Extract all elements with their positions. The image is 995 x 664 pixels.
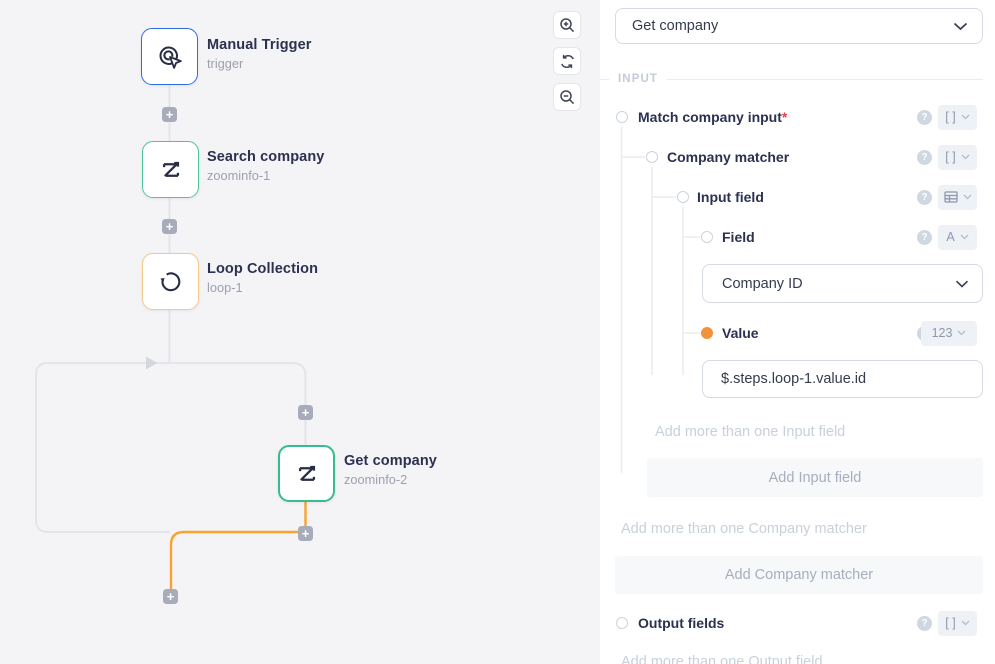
output-fields-label: Output fields bbox=[638, 615, 725, 631]
node-subtitle: trigger bbox=[207, 56, 244, 71]
help-icon[interactable] bbox=[917, 229, 932, 245]
zoom-out-button[interactable] bbox=[553, 83, 581, 111]
help-icon[interactable] bbox=[917, 149, 932, 165]
node-title: Search company bbox=[207, 149, 325, 165]
chevron-down-icon bbox=[953, 22, 968, 30]
input-field-connector-toggle[interactable] bbox=[677, 191, 689, 203]
chevron-down-icon bbox=[960, 234, 969, 240]
node-get-company-label: Get company zoominfo-2 bbox=[344, 453, 437, 488]
add-more-output-field-hint: Add more than one Output field bbox=[621, 654, 823, 664]
loop-icon bbox=[159, 271, 180, 291]
chevron-down-icon bbox=[957, 330, 966, 336]
chevron-down-icon bbox=[961, 154, 970, 160]
field-value-select-value: Company ID bbox=[722, 275, 803, 292]
tree-lines bbox=[620, 127, 700, 473]
connector-wires bbox=[35, 85, 307, 596]
match-company-input-label: Match company input* bbox=[638, 109, 788, 125]
refresh-icon bbox=[560, 54, 574, 68]
add-step-button[interactable] bbox=[298, 405, 313, 420]
table-icon bbox=[943, 191, 958, 203]
node-subtitle: zoominfo-1 bbox=[207, 168, 271, 183]
operation-select[interactable]: Get company bbox=[615, 8, 983, 44]
company-matcher-connector-toggle[interactable] bbox=[646, 151, 658, 163]
company-matcher-label: Company matcher bbox=[667, 149, 790, 165]
match-company-input-connector-toggle[interactable] bbox=[615, 111, 628, 123]
zoom-out-icon bbox=[559, 89, 574, 104]
field-label: Field bbox=[722, 229, 755, 245]
node-search-company[interactable] bbox=[142, 141, 199, 198]
add-step-button[interactable] bbox=[298, 526, 313, 541]
chevron-down-icon bbox=[955, 280, 969, 288]
node-manual-trigger[interactable] bbox=[141, 28, 198, 85]
add-step-button[interactable] bbox=[162, 107, 177, 122]
field-value-select[interactable]: Company ID bbox=[702, 264, 983, 303]
node-subtitle: zoominfo-2 bbox=[344, 472, 408, 487]
add-more-input-field-hint: Add more than one Input field bbox=[655, 424, 846, 440]
value-label: Value bbox=[722, 325, 759, 341]
input-section-label: INPUT bbox=[618, 73, 658, 85]
output-fields-type-badge[interactable]: [ ] bbox=[938, 610, 977, 636]
node-title: Loop Collection bbox=[207, 261, 319, 277]
chevron-down-icon bbox=[961, 114, 970, 120]
input-field-label: Input field bbox=[697, 189, 764, 205]
company-matcher-type-badge[interactable]: [ ] bbox=[938, 144, 977, 170]
zoominfo-icon bbox=[162, 161, 179, 177]
add-step-button[interactable] bbox=[163, 589, 178, 604]
add-company-matcher-button[interactable]: Add Company matcher bbox=[615, 556, 983, 594]
zoominfo-icon bbox=[298, 465, 315, 481]
field-connector-toggle[interactable] bbox=[701, 231, 713, 243]
help-icon[interactable] bbox=[917, 189, 932, 205]
node-get-company[interactable] bbox=[278, 445, 335, 502]
help-icon[interactable] bbox=[917, 615, 932, 631]
chevron-down-icon bbox=[961, 620, 970, 626]
add-input-field-button[interactable]: Add Input field bbox=[647, 458, 983, 497]
node-title: Manual Trigger bbox=[207, 37, 312, 53]
node-subtitle: loop-1 bbox=[207, 280, 243, 295]
node-loop-collection[interactable] bbox=[142, 253, 199, 310]
zoom-in-button[interactable] bbox=[553, 11, 581, 39]
input-field-type-badge[interactable] bbox=[938, 184, 977, 210]
node-manual-trigger-label: Manual Trigger trigger bbox=[207, 37, 312, 72]
refresh-view-button[interactable] bbox=[553, 47, 581, 75]
value-type-badge[interactable]: 123 bbox=[921, 320, 977, 346]
properties-panel: Get company INPUT Match company inp bbox=[600, 0, 995, 664]
value-connector-toggle[interactable] bbox=[701, 327, 713, 339]
add-more-company-matcher-hint: Add more than one Company matcher bbox=[621, 521, 867, 537]
workflow-canvas[interactable]: Manual Trigger trigger Search company zo… bbox=[0, 0, 600, 664]
loop-direction-arrow bbox=[146, 356, 158, 370]
value-input[interactable] bbox=[702, 360, 983, 398]
zoom-in-icon bbox=[559, 17, 574, 32]
chevron-down-icon bbox=[963, 194, 971, 200]
field-type-badge[interactable]: A bbox=[938, 224, 977, 250]
node-search-company-label: Search company zoominfo-1 bbox=[207, 149, 324, 184]
manual-trigger-icon bbox=[159, 46, 182, 69]
output-fields-connector-toggle[interactable] bbox=[615, 617, 628, 629]
match-company-input-type-badge[interactable]: [ ] bbox=[938, 104, 977, 130]
operation-select-value: Get company bbox=[632, 18, 719, 34]
node-title: Get company bbox=[344, 453, 437, 469]
input-section-divider: INPUT bbox=[600, 72, 983, 86]
add-step-button[interactable] bbox=[162, 219, 177, 234]
help-icon[interactable] bbox=[917, 109, 932, 125]
node-loop-collection-label: Loop Collection loop-1 bbox=[207, 261, 318, 296]
required-marker: * bbox=[781, 109, 788, 125]
